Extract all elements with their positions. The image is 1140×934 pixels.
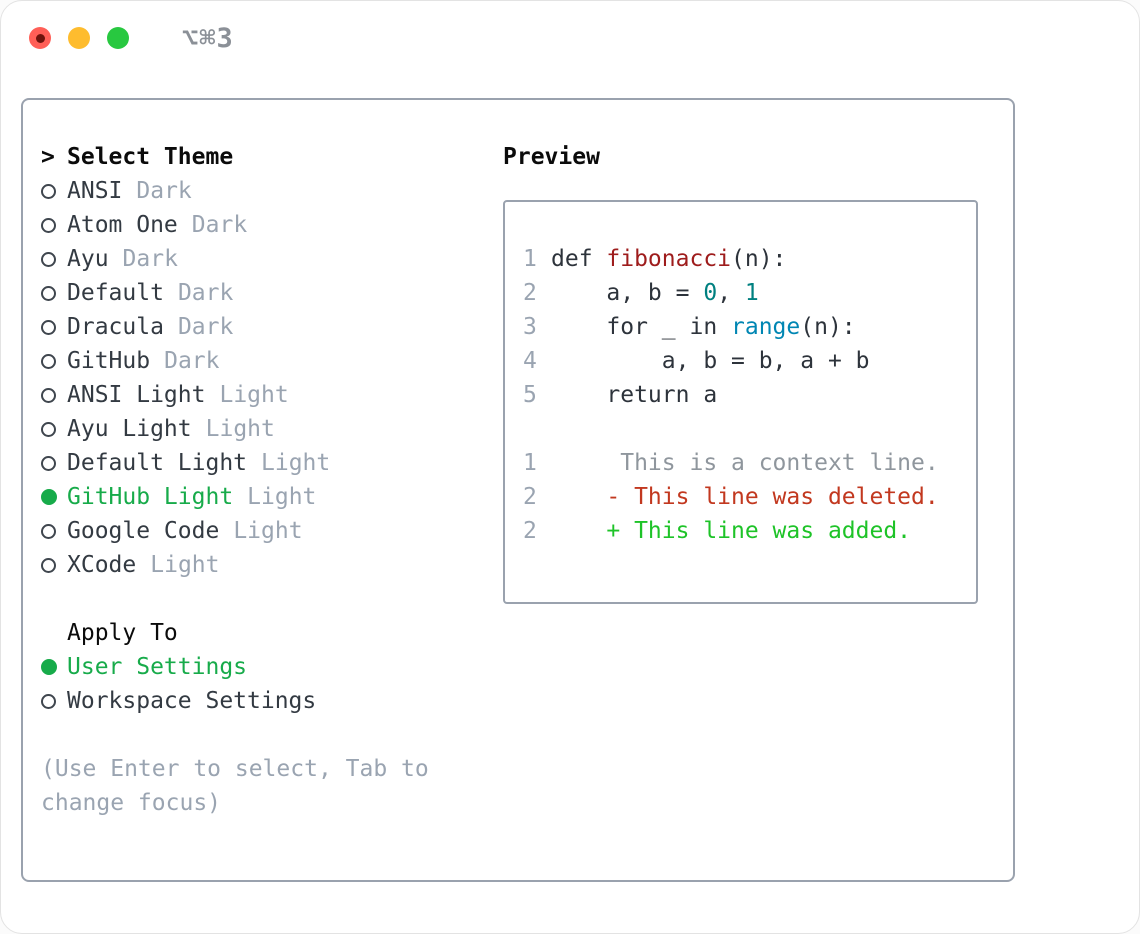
line-number: 5 — [523, 382, 537, 408]
theme-variant: Dark — [177, 314, 234, 340]
theme-variant: Dark — [177, 280, 234, 306]
radio-icon — [41, 183, 56, 199]
theme-variant: Light — [150, 552, 220, 578]
close-button[interactable] — [29, 27, 51, 49]
select-theme-header: > Select Theme — [41, 140, 503, 174]
radio-icon — [41, 523, 56, 539]
preview-title: Preview — [503, 144, 600, 170]
radio-icon — [41, 251, 56, 267]
line-number: 2 — [523, 280, 537, 306]
theme-variant: Light — [261, 450, 331, 476]
radio-icon — [41, 285, 56, 301]
radio-icon — [41, 693, 56, 709]
apply-option-user-settings[interactable]: User Settings — [41, 650, 503, 684]
line-number: 4 — [523, 348, 537, 374]
theme-variant: Light — [247, 484, 317, 510]
theme-variant: Dark — [164, 348, 220, 374]
function-name: fibonacci — [606, 246, 732, 272]
radio-icon — [41, 217, 56, 233]
radio-icon — [41, 557, 56, 573]
window-title: ⌥⌘3 — [182, 22, 234, 54]
theme-variant: Dark — [191, 212, 248, 238]
theme-variant: Light — [205, 416, 275, 442]
theme-variant: Light — [219, 382, 289, 408]
titlebar: ⌥⌘3 — [1, 1, 1139, 75]
radio-selected-icon — [41, 659, 57, 675]
code-line: 2 a, b = 0, 1 — [523, 276, 964, 310]
code-line: 4 a, b = b, a + b — [523, 344, 964, 378]
keyboard-hint: (Use Enter to select, Tab to change focu… — [41, 756, 429, 816]
line-number: 1 — [523, 450, 537, 476]
radio-icon — [41, 319, 56, 335]
diff-deleted-line: 2 - This line was deleted. — [523, 480, 964, 514]
theme-variant: Dark — [122, 246, 178, 272]
radio-icon — [41, 353, 56, 369]
prompt-icon: > — [41, 144, 55, 170]
number-literal: 1 — [744, 280, 759, 306]
maximize-button[interactable] — [107, 27, 129, 49]
close-dot-icon — [35, 33, 45, 43]
apply-to-header: Apply To — [67, 620, 178, 646]
builtin-name: range — [731, 314, 801, 340]
line-number: 2 — [523, 518, 537, 544]
theme-variant: Light — [233, 518, 303, 544]
diff-context-line: 1 This is a context line. — [523, 446, 964, 480]
radio-icon — [41, 455, 56, 471]
number-literal: 0 — [703, 280, 718, 306]
line-number: 2 — [523, 484, 537, 510]
code-line: 5 return a — [523, 378, 964, 412]
diff-added-line: 2 + This line was added. — [523, 514, 964, 548]
code-line: 3 for _ in range(n): — [523, 310, 964, 344]
theme-variant: Dark — [136, 178, 192, 204]
apply-option-workspace-settings[interactable]: Workspace Settings — [41, 684, 503, 718]
line-number: 3 — [523, 314, 537, 340]
radio-icon — [41, 387, 56, 403]
line-number: 1 — [523, 246, 537, 272]
radio-selected-icon — [41, 489, 57, 505]
radio-icon — [41, 421, 56, 437]
minimize-button[interactable] — [68, 27, 90, 49]
select-theme-title: Select Theme — [67, 144, 234, 170]
